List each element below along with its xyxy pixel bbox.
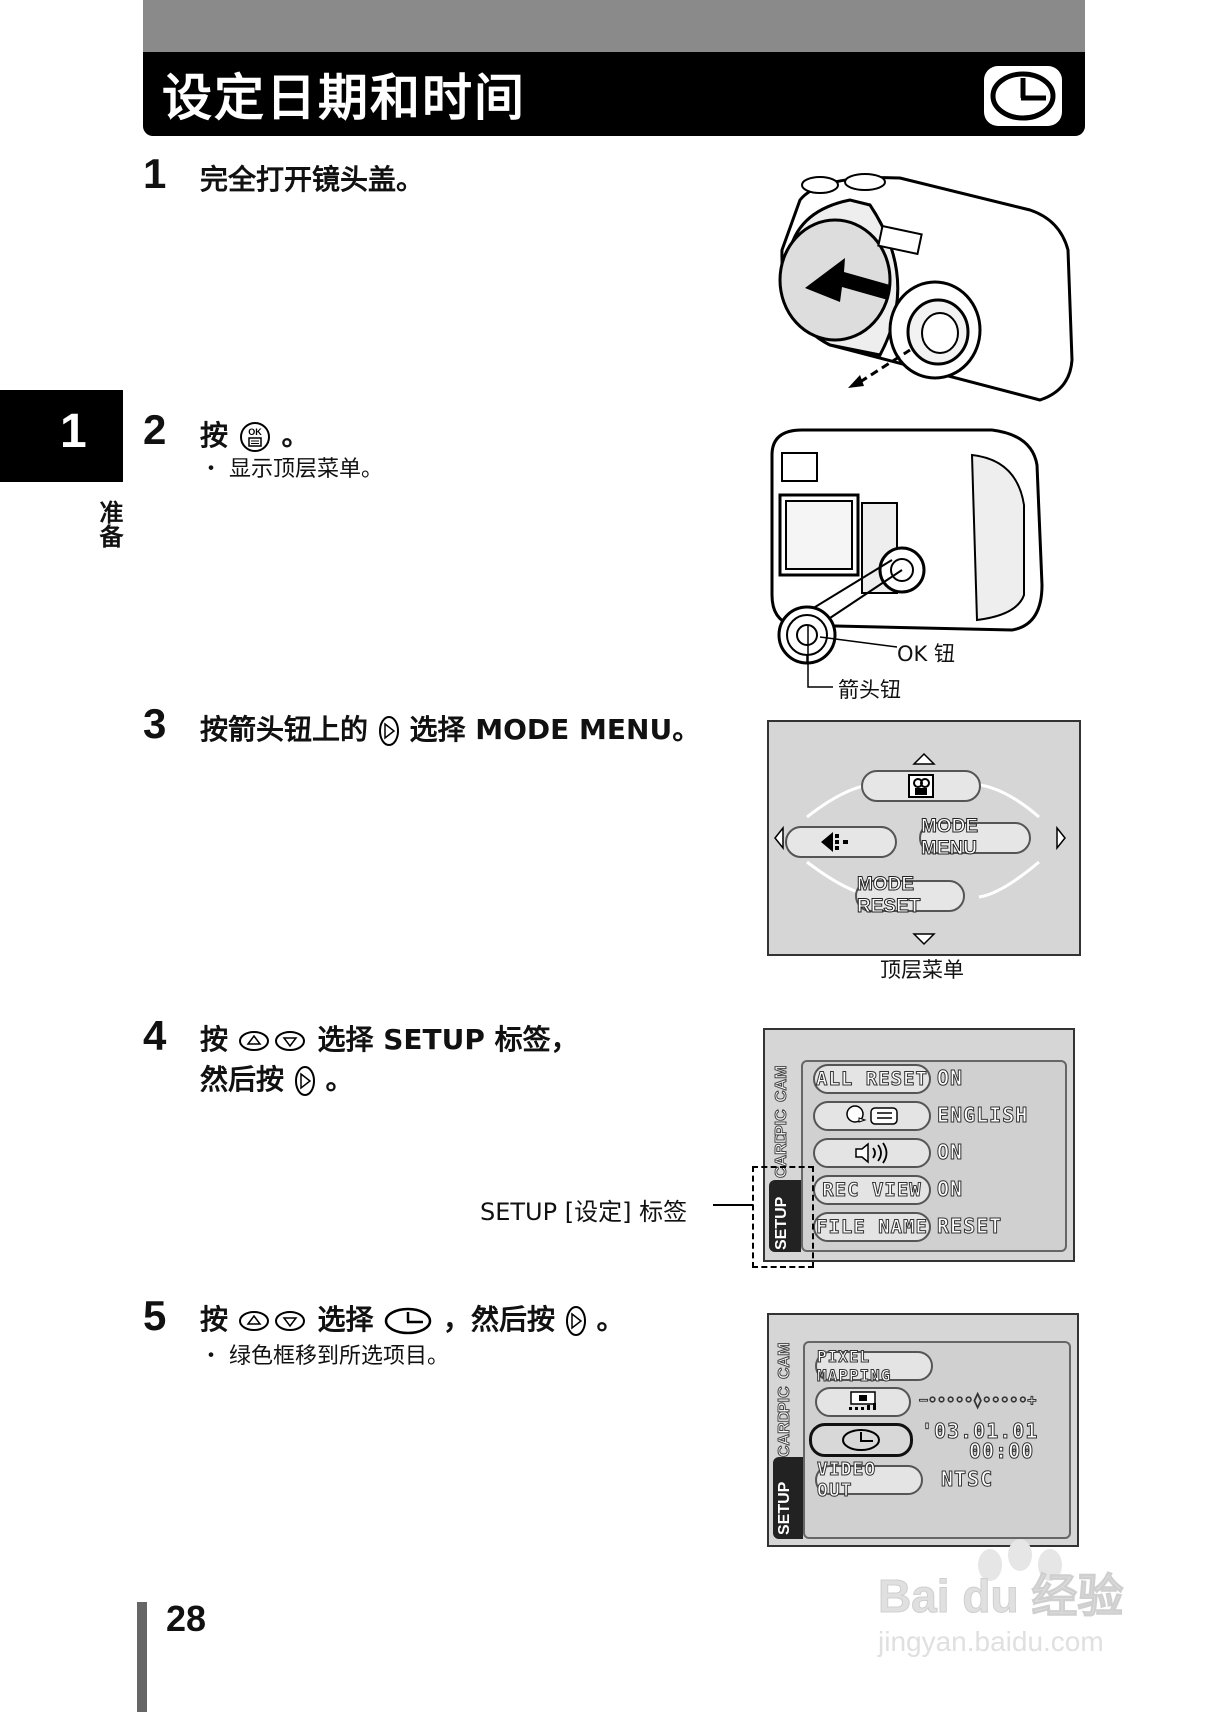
mode-menu-item[interactable]: MODE MENU xyxy=(919,816,1031,860)
arrow-button-leader xyxy=(807,625,833,688)
step-4-text-1: 按 xyxy=(200,1023,229,1056)
step-5-bullet: ・ 绿色框移到所选项目。 xyxy=(200,1344,449,1369)
page-margin-bar xyxy=(137,1602,147,1712)
tab-card[interactable]: CARD xyxy=(776,1410,794,1457)
svg-text:OK: OK xyxy=(248,427,262,437)
step-3-number: 3 xyxy=(143,700,167,747)
chapter-tab xyxy=(0,390,123,482)
clock-icon xyxy=(984,66,1062,126)
step-2-line: 按 OK 。 xyxy=(200,416,310,456)
step-4-text-3: 然后按 xyxy=(200,1063,285,1096)
setup-tab-callout: SETUP [设定] 标签 xyxy=(480,1198,688,1226)
up-down-arrow-icon xyxy=(238,1311,305,1331)
step-2-number: 2 xyxy=(143,406,167,453)
beep-value: ON xyxy=(936,1140,964,1165)
setup-callout-line xyxy=(713,1204,753,1206)
setup-menu-screen: SETUP CARD PIC CAM ALL RESET ON ENGLISH … xyxy=(763,1028,1075,1262)
sound-icon xyxy=(855,1142,888,1164)
tab-pic[interactable]: PIC xyxy=(776,1386,794,1414)
language-value: ENGLISH xyxy=(936,1103,1029,1128)
step-4-line-1: 按 选择 SETUP 标签， xyxy=(200,1020,579,1060)
page-title: 设定日期和时间 xyxy=(162,69,526,127)
up-down-arrow-icon xyxy=(238,1031,305,1051)
top-menu-caption: 顶层菜单 xyxy=(880,958,964,982)
setup-date-screen: SETUP CARD PIC CAM PIXEL MAPPING −◦◦◦◦◦◊… xyxy=(767,1313,1079,1547)
camera-lens-cover-illustration xyxy=(778,173,1074,402)
language-item[interactable] xyxy=(813,1101,931,1131)
chapter-number: 1 xyxy=(60,405,87,458)
camera-back-illustration xyxy=(770,428,1044,665)
all-reset-value: ON xyxy=(936,1066,964,1091)
step-5-number: 5 xyxy=(143,1292,167,1339)
tab-cam[interactable]: CAM xyxy=(773,1065,791,1102)
flash-mode-icon xyxy=(821,832,848,852)
clock-icon xyxy=(842,1429,880,1451)
rec-view-item[interactable]: REC VIEW xyxy=(813,1175,931,1205)
chapter-label: 准备 xyxy=(95,500,123,548)
baidu-paw-logo xyxy=(978,1539,1062,1581)
header-top-band xyxy=(143,0,1085,52)
setup-tab-highlight xyxy=(769,1180,801,1252)
monitor-brightness-icon xyxy=(849,1391,876,1410)
tab-pic[interactable]: PIC xyxy=(773,1109,791,1137)
arrow-button-label: 箭头钮 xyxy=(838,678,901,702)
step-5-text-c: ，然后按 xyxy=(443,1303,556,1336)
brightness-value: −◦◦◦◦◦◊◦◦◦◦◦+ xyxy=(918,1391,1037,1410)
ok-button-icon: OK xyxy=(239,422,270,452)
page-number: 28 xyxy=(166,1598,207,1639)
setup-tab-callout-box xyxy=(752,1166,814,1268)
tab-cam[interactable]: CAM xyxy=(776,1342,794,1379)
language-icon xyxy=(846,1105,898,1125)
watermark-sub: jingyan.baidu.com xyxy=(878,1626,1104,1657)
right-arrow-icon xyxy=(378,716,399,746)
mode-reset-item[interactable]: MODE RESET xyxy=(855,874,965,918)
file-name-value: RESET xyxy=(936,1214,1003,1239)
video-out-item[interactable]: VIDEO OUT xyxy=(815,1459,923,1502)
step-5-text-a: 按 xyxy=(200,1303,229,1336)
step-4-text-2: 选择 SETUP 标签， xyxy=(317,1023,579,1056)
tab-setup[interactable]: SETUP xyxy=(776,1481,793,1535)
step-4-text-4: 。 xyxy=(325,1063,354,1096)
clock-icon xyxy=(385,1307,432,1335)
step-5-line: 按 选择 ，然后按 。 xyxy=(200,1300,625,1340)
playback-item[interactable] xyxy=(785,826,897,858)
step-3-text-before: 按箭头钮上的 xyxy=(200,713,369,746)
brightness-item[interactable] xyxy=(815,1387,911,1417)
setup-tab-highlight xyxy=(773,1457,803,1539)
date-value: '03.01.01 xyxy=(920,1419,1039,1444)
step-1-text: 完全打开镜头盖。 xyxy=(200,163,425,196)
step-4-number: 4 xyxy=(143,1012,167,1059)
watermark-main: Bai du 经验 xyxy=(877,1570,1124,1623)
step-1-number: 1 xyxy=(143,150,167,197)
step-2-text-after: 。 xyxy=(281,419,310,452)
file-name-item[interactable]: FILE NAME xyxy=(813,1212,931,1242)
time-value: 00:00 xyxy=(968,1439,1035,1464)
clock-item-selected[interactable] xyxy=(809,1423,913,1457)
step-3-line: 按箭头钮上的 选择 MODE MENU。 xyxy=(200,710,700,750)
header-bar xyxy=(143,52,1085,136)
movie-mode-item[interactable] xyxy=(861,770,981,802)
rec-view-value: ON xyxy=(936,1177,964,1202)
beep-item[interactable] xyxy=(813,1138,931,1168)
step-3-text-after: 选择 MODE MENU。 xyxy=(409,713,701,746)
movie-icon xyxy=(908,774,934,798)
video-out-value: NTSC xyxy=(940,1467,994,1492)
right-arrow-icon xyxy=(294,1066,315,1096)
step-5-text-b: 选择 xyxy=(317,1303,374,1336)
ok-button-label: OK 钮 xyxy=(897,642,955,666)
top-menu-screen: MODE MENU MODE RESET xyxy=(767,720,1081,956)
step-2-text-before: 按 xyxy=(200,419,229,452)
all-reset-item[interactable]: ALL RESET xyxy=(813,1064,931,1094)
step-2-bullet: ・ 显示顶层菜单。 xyxy=(200,457,383,482)
right-arrow-icon xyxy=(565,1306,586,1336)
step-5-text-d: 。 xyxy=(596,1303,625,1336)
pixel-mapping-item[interactable]: PIXEL MAPPING xyxy=(815,1347,933,1386)
step-4-line-2: 然后按 。 xyxy=(200,1060,354,1100)
